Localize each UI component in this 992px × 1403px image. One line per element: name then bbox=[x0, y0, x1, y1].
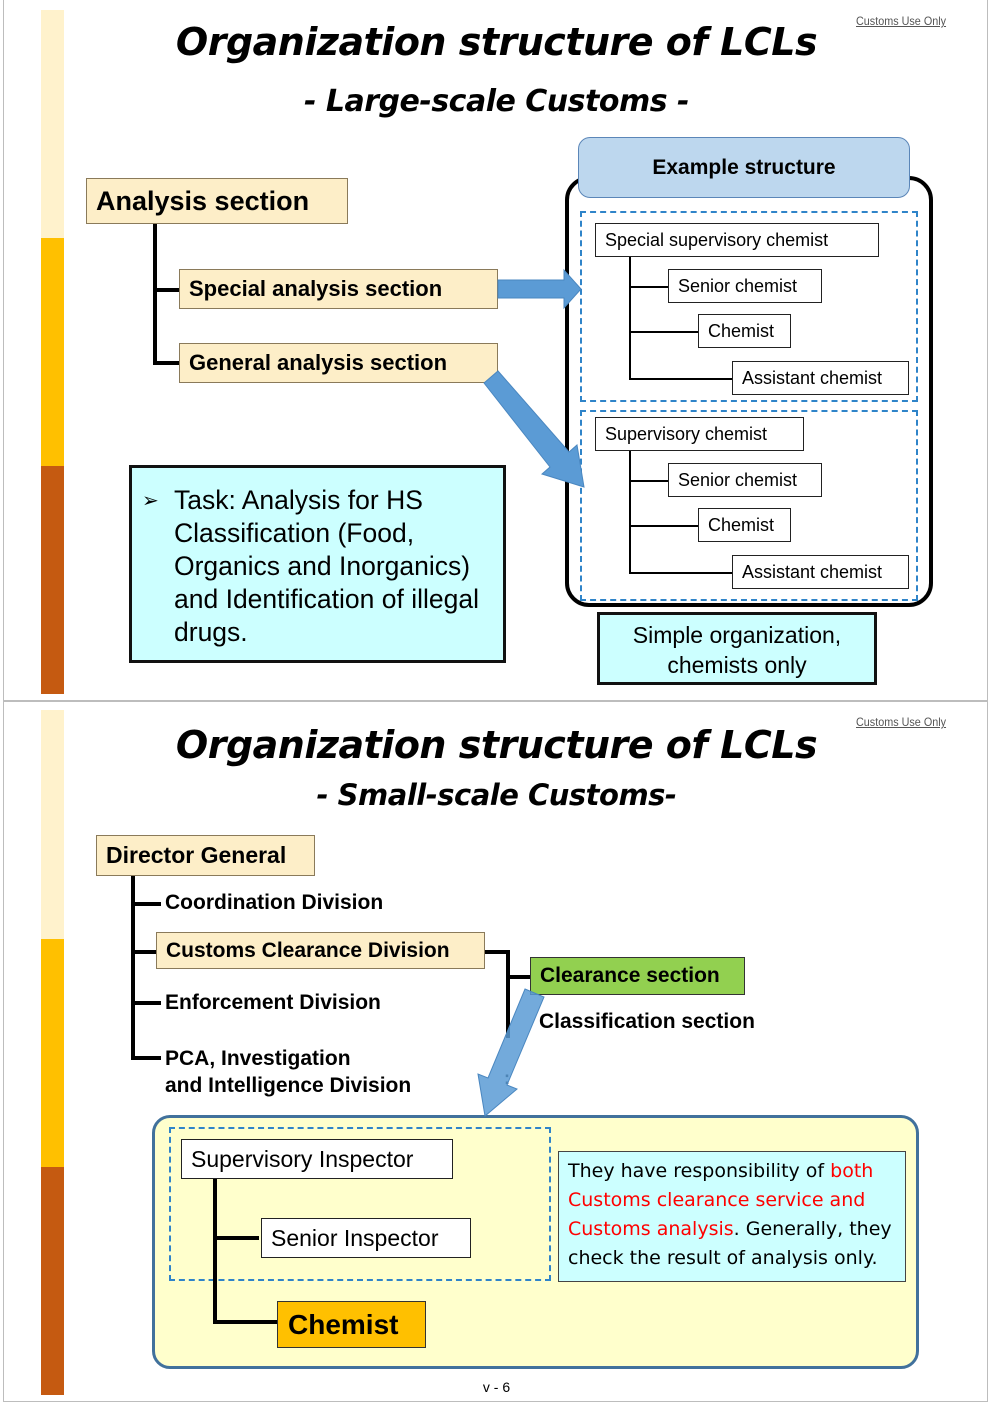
pca-line-2: and Intelligence Division bbox=[165, 1074, 412, 1097]
org-box-assistant-chemist: Assistant chemist bbox=[732, 555, 909, 589]
director-general-box: Director General bbox=[96, 835, 315, 876]
tree-connector bbox=[131, 950, 156, 954]
tree-connector bbox=[153, 288, 179, 292]
tree-connector bbox=[629, 572, 732, 574]
tree-connector bbox=[629, 378, 732, 380]
special-analysis-section-box: Special analysis section bbox=[179, 269, 498, 309]
org-box-chemist: Chemist bbox=[698, 508, 791, 542]
pca-line-1: PCA, Investigation bbox=[165, 1047, 351, 1070]
enforcement-division: Enforcement Division bbox=[165, 991, 381, 1014]
accent-strip-light bbox=[41, 10, 64, 238]
tree-connector bbox=[629, 257, 631, 379]
tree-connector bbox=[213, 1179, 217, 1323]
example-structure-header: Example structure bbox=[578, 137, 910, 198]
group-supervisory bbox=[580, 410, 918, 601]
accent-strip-mid bbox=[41, 238, 64, 466]
tree-connector bbox=[153, 361, 179, 365]
tree-connector bbox=[629, 451, 631, 573]
tree-connector bbox=[131, 876, 135, 1059]
slide-small-scale: Customs Use Only Organization structure … bbox=[3, 701, 988, 1402]
analysis-section-box: Analysis section bbox=[86, 178, 348, 224]
inspector-group bbox=[169, 1127, 551, 1281]
note-line-2: chemists only bbox=[667, 652, 807, 678]
clearance-section-box: Clearance section bbox=[530, 957, 745, 995]
slide-title: Organization structure of LCLs bbox=[175, 20, 818, 64]
accent-strip-dark bbox=[41, 1167, 64, 1395]
page-number: v - 6 bbox=[482, 1379, 511, 1395]
accent-strip-light bbox=[41, 710, 64, 939]
slide-title: Organization structure of LCLs bbox=[175, 723, 818, 767]
responsibility-text-1: They have responsibility of bbox=[568, 1160, 831, 1182]
tree-connector bbox=[506, 975, 530, 979]
tree-connector bbox=[153, 224, 157, 365]
arrow-down-left-icon bbox=[477, 988, 545, 1117]
simple-organization-note: Simple organization, chemists only bbox=[597, 612, 877, 685]
tree-connector bbox=[131, 1001, 161, 1005]
classification-section: Classification section bbox=[539, 1010, 755, 1033]
org-box-assistant-chemist: Assistant chemist bbox=[732, 361, 909, 395]
tree-connector bbox=[485, 950, 509, 954]
tree-connector bbox=[131, 902, 161, 906]
task-description: Task: Analysis for HS Classification (Fo… bbox=[174, 485, 479, 647]
org-box-senior-chemist: Senior chemist bbox=[668, 269, 822, 303]
responsibility-text-2: . Generally, they check the result of an… bbox=[568, 1218, 892, 1269]
slide-subtitle: - Small-scale Customs- bbox=[316, 778, 677, 812]
tree-connector bbox=[629, 525, 698, 527]
tree-connector bbox=[131, 1056, 161, 1060]
tree-connector bbox=[629, 331, 698, 333]
general-analysis-section-box: General analysis section bbox=[179, 343, 498, 383]
bullet-arrow-icon: ➢ bbox=[142, 490, 159, 512]
task-box: ➢ Task: Analysis for HS Classification (… bbox=[129, 465, 506, 663]
more-sections-ellipsis: : bbox=[504, 1068, 510, 1088]
tree-connector bbox=[629, 286, 668, 288]
org-box-supervisory-chemist: Supervisory chemist bbox=[595, 417, 804, 451]
org-box-senior-chemist: Senior chemist bbox=[668, 463, 822, 497]
org-box-special-supervisory-chemist: Special supervisory chemist bbox=[595, 223, 879, 257]
accent-strip-mid bbox=[41, 939, 64, 1167]
customs-clearance-division-box: Customs Clearance Division bbox=[156, 932, 485, 969]
responsibility-note: They have responsibility of both Customs… bbox=[558, 1151, 906, 1282]
responsibility-text-highlight: both Customs clearance service and Custo… bbox=[568, 1160, 874, 1240]
customs-use-only-label: Customs Use Only bbox=[855, 715, 946, 729]
chemist-box: Chemist bbox=[277, 1301, 426, 1348]
pca-investigation-intelligence-division: PCA, Investigation and Intelligence Divi… bbox=[165, 1045, 411, 1099]
org-box-chemist: Chemist bbox=[698, 314, 791, 348]
slide-large-scale: Customs Use Only Organization structure … bbox=[3, 0, 988, 701]
coordination-division: Coordination Division bbox=[165, 891, 384, 914]
tree-connector bbox=[506, 950, 510, 1038]
tree-connector bbox=[213, 1320, 277, 1324]
accent-strip-dark bbox=[41, 466, 64, 694]
supervisory-inspector-box: Supervisory Inspector bbox=[181, 1139, 453, 1179]
tree-connector bbox=[629, 480, 668, 482]
tree-connector bbox=[213, 1236, 259, 1240]
slide-subtitle: - Large-scale Customs - bbox=[304, 84, 689, 119]
note-line-1: Simple organization, bbox=[632, 622, 842, 648]
senior-inspector-box: Senior Inspector bbox=[261, 1218, 471, 1258]
customs-use-only-label: Customs Use Only bbox=[855, 14, 946, 28]
